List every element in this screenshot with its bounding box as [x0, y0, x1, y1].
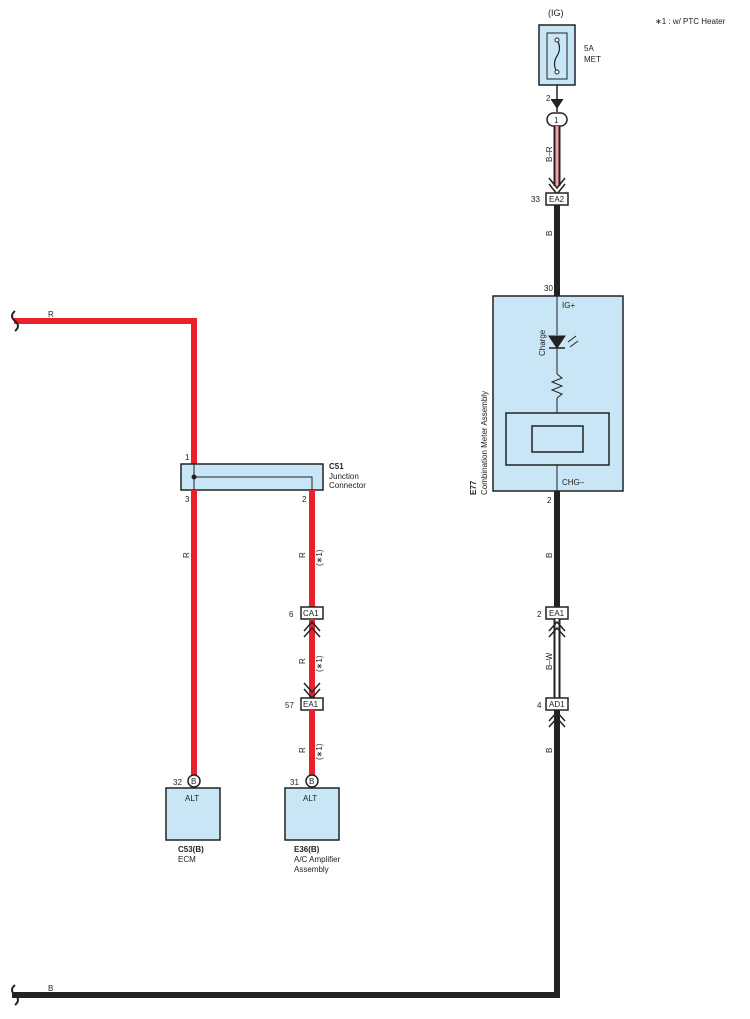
ca1-pin: 6: [289, 610, 294, 619]
amp-code: E36(B): [294, 845, 320, 854]
ca1-name: CA1: [303, 609, 319, 618]
junction-pin1: 1: [185, 453, 190, 462]
ea1-left-pin: 57: [285, 701, 294, 710]
fuse-supply-label: (IG): [548, 8, 564, 18]
wire-break-icon: [11, 310, 19, 332]
junction-pin2: 2: [302, 495, 307, 504]
ea1-right-pin: 2: [537, 610, 542, 619]
combination-meter-box: [492, 295, 624, 492]
ecm-label: ALT: [185, 794, 199, 803]
meter-name: Combination Meter Assembly: [480, 391, 489, 495]
wire-label-star1-c: (∗1): [315, 743, 324, 760]
amp-name2: Assembly: [294, 865, 329, 874]
wire-label-b-bottom: B: [48, 984, 53, 993]
connector-arrow-icon: [548, 620, 566, 632]
wire-label-star1-a: (∗1): [315, 549, 324, 566]
led-icon: [548, 335, 566, 349]
ecm-badge: B: [191, 777, 196, 786]
wire-label-b3: B: [545, 748, 554, 753]
wire-label-r-ca1: R: [298, 658, 307, 664]
fuse-name: MET: [584, 55, 601, 64]
meter-code: E77: [469, 480, 478, 495]
wire-r-top: [14, 318, 197, 464]
wire-label-br: B–R: [545, 146, 554, 162]
wire-label-bw: B–W: [545, 652, 554, 670]
wire-label-r-c51-2: R: [298, 552, 307, 558]
arrow-down-icon: [550, 98, 564, 109]
fuse-inner: [546, 32, 568, 80]
wire-break-icon: [11, 984, 19, 1006]
wire-label-r-top: R: [48, 310, 54, 319]
ad1-pin: 4: [537, 701, 542, 710]
meter-pin-out: 2: [547, 496, 552, 505]
meter-pin-in: 30: [544, 284, 553, 293]
amp-box: [284, 787, 340, 841]
fuse-rating: 5A: [584, 44, 594, 53]
connector-arrow-icon: [303, 620, 321, 632]
ecm-box: [165, 787, 221, 841]
junction-code: C51: [329, 462, 344, 471]
connector-arrow-icon: [548, 177, 566, 190]
meter-led-label: Charge: [538, 329, 547, 356]
splice-label: 1: [554, 116, 559, 125]
junction-pin3: 3: [185, 495, 190, 504]
wire-b-bottom: [12, 710, 560, 998]
ea2-name: EA2: [549, 195, 565, 204]
meter-ig-label: IG+: [562, 301, 575, 310]
fuse-pin: 2: [546, 94, 551, 103]
fuse-element: [553, 39, 561, 73]
connector-arrow-icon: [548, 710, 566, 722]
junction-line2: Connector: [329, 481, 366, 490]
wire-label-star1-b: (∗1): [315, 655, 324, 672]
junction-line1: Junction: [329, 472, 359, 481]
ea2-pin: 33: [531, 195, 540, 204]
amp-label: ALT: [303, 794, 317, 803]
ea1-right-name: EA1: [549, 609, 565, 618]
ecm-name: ECM: [178, 855, 196, 864]
meter-ic-inner: [531, 425, 584, 453]
ecm-connector-badge: [187, 774, 201, 788]
wire-label-r-ea1: R: [298, 747, 307, 753]
footnote: ∗1 : w/ PTC Heater: [655, 17, 726, 26]
ecm-code: C53(B): [178, 845, 204, 854]
wire-label-b1: B: [545, 231, 554, 236]
light-rays-icon: [567, 335, 577, 343]
wire-label-b2: B: [545, 553, 554, 558]
ad1-name: AD1: [549, 700, 565, 709]
amp-name1: A/C Amplifier: [294, 855, 341, 864]
amp-connector-badge: [305, 774, 319, 788]
ecm-pin: 32: [173, 778, 182, 787]
wire-label-r-c51-3: R: [182, 552, 191, 558]
amp-pin: 31: [290, 778, 299, 787]
resistor-icon: [550, 373, 564, 399]
meter-chg-label: CHG–: [562, 478, 585, 487]
connector-arrow-icon: [303, 682, 321, 694]
amp-badge: B: [309, 777, 314, 786]
ea1-left-name: EA1: [303, 700, 319, 709]
